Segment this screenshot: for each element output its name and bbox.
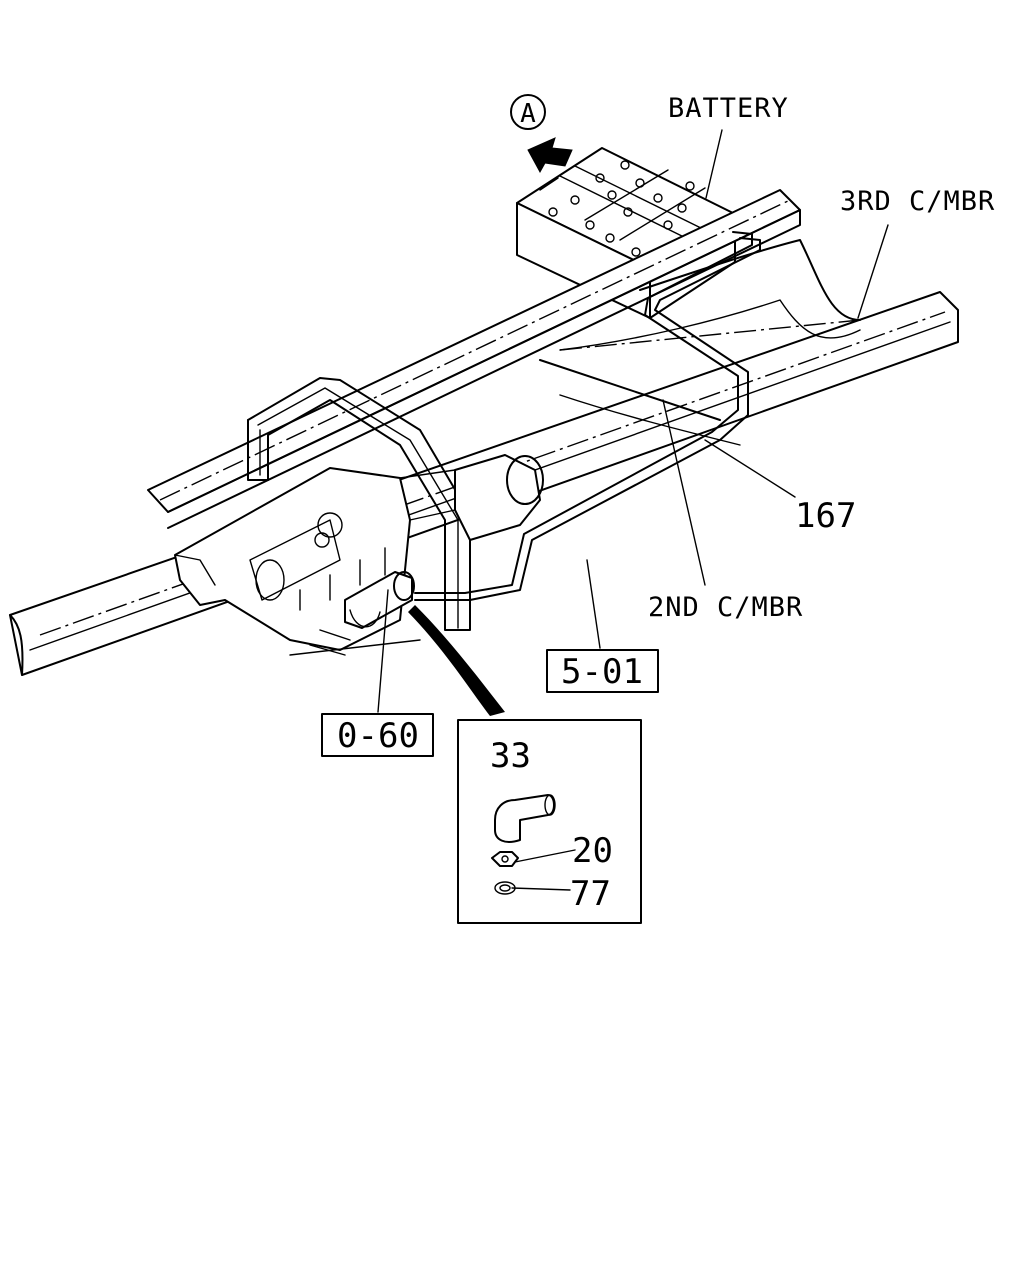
part-number-20: 20	[572, 831, 613, 871]
part-number-33: 33	[490, 736, 531, 776]
ref-label-0-60: 0-60	[337, 716, 419, 756]
third-cross-member-label: 3RD C/MBR	[840, 186, 995, 217]
transmission	[399, 454, 544, 541]
view-marker-label: A	[520, 99, 536, 129]
nut-20	[491, 851, 519, 867]
second-cross-member-label: 2ND C/MBR	[648, 592, 803, 623]
frame-rail-upper	[147, 189, 801, 529]
cab-bracket	[247, 377, 471, 631]
part-number-167: 167	[795, 496, 856, 536]
battery-label: BATTERY	[668, 93, 789, 124]
callout-wedge	[408, 605, 505, 716]
washer-77	[494, 881, 516, 895]
wiring-harness-167	[414, 231, 761, 601]
battery-cell-caps	[548, 160, 695, 257]
ref-label-5-01: 5-01	[561, 652, 643, 692]
terminal-cap-33	[494, 794, 556, 843]
ref-box-5-01	[546, 649, 659, 693]
cross-member-3rd	[559, 239, 861, 351]
part-number-77: 77	[570, 874, 611, 914]
view-arrow: A	[510, 94, 573, 174]
leader-lines	[377, 129, 889, 891]
starter-motor	[289, 571, 421, 656]
detail-inset	[457, 719, 642, 924]
ref-box-0-60	[321, 713, 434, 757]
